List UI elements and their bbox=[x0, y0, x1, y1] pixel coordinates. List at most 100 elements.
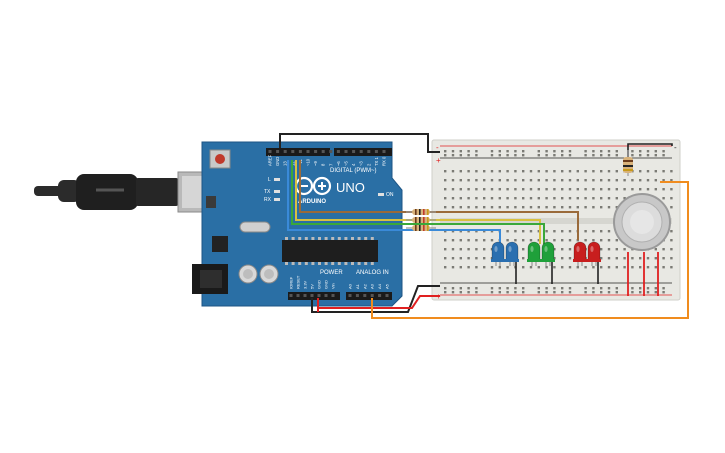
rail-hole[interactable] bbox=[553, 150, 556, 153]
rail-hole[interactable] bbox=[639, 291, 642, 294]
rail-hole[interactable] bbox=[561, 154, 564, 157]
rail-hole[interactable] bbox=[498, 154, 501, 157]
terminal-hole[interactable] bbox=[639, 257, 642, 260]
terminal-hole[interactable] bbox=[483, 230, 486, 233]
rail-hole[interactable] bbox=[631, 150, 634, 153]
rail-hole[interactable] bbox=[444, 291, 447, 294]
terminal-hole[interactable] bbox=[670, 206, 673, 209]
rail-hole[interactable] bbox=[444, 154, 447, 157]
terminal-hole[interactable] bbox=[545, 197, 548, 200]
rail-hole[interactable] bbox=[522, 154, 525, 157]
terminal-hole[interactable] bbox=[444, 170, 447, 173]
rail-hole[interactable] bbox=[467, 291, 470, 294]
rail-hole[interactable] bbox=[592, 150, 595, 153]
terminal-hole[interactable] bbox=[451, 188, 455, 191]
terminal-hole[interactable] bbox=[576, 179, 579, 182]
terminal-hole[interactable] bbox=[475, 266, 478, 269]
rail-hole[interactable] bbox=[600, 150, 603, 153]
terminal-hole[interactable] bbox=[553, 248, 556, 251]
terminal-hole[interactable] bbox=[553, 179, 556, 182]
terminal-hole[interactable] bbox=[459, 239, 462, 242]
rail-hole[interactable] bbox=[459, 291, 462, 294]
digital-pin-hole[interactable] bbox=[268, 150, 272, 153]
terminal-hole[interactable] bbox=[584, 188, 587, 191]
terminal-hole[interactable] bbox=[444, 206, 447, 209]
terminal-hole[interactable] bbox=[498, 188, 501, 191]
digital-pin-hole[interactable] bbox=[314, 150, 318, 153]
terminal-hole[interactable] bbox=[561, 230, 564, 233]
terminal-hole[interactable] bbox=[561, 266, 564, 269]
terminal-hole[interactable] bbox=[522, 179, 525, 182]
terminal-hole[interactable] bbox=[522, 197, 525, 200]
rail-hole[interactable] bbox=[522, 291, 525, 294]
terminal-hole[interactable] bbox=[506, 206, 509, 209]
digital-pin-hole[interactable] bbox=[291, 150, 295, 153]
digital-pin-hole[interactable] bbox=[321, 150, 325, 153]
terminal-hole[interactable] bbox=[568, 179, 572, 182]
terminal-hole[interactable] bbox=[483, 197, 486, 200]
terminal-hole[interactable] bbox=[451, 266, 455, 269]
terminal-hole[interactable] bbox=[561, 248, 564, 251]
terminal-hole[interactable] bbox=[584, 206, 587, 209]
terminal-hole[interactable] bbox=[670, 179, 673, 182]
terminal-hole[interactable] bbox=[654, 188, 657, 191]
rail-hole[interactable] bbox=[490, 287, 494, 290]
rail-hole[interactable] bbox=[545, 291, 548, 294]
terminal-hole[interactable] bbox=[475, 170, 478, 173]
rail-hole[interactable] bbox=[662, 287, 665, 290]
terminal-hole[interactable] bbox=[483, 206, 486, 209]
terminal-hole[interactable] bbox=[568, 170, 572, 173]
terminal-hole[interactable] bbox=[592, 179, 595, 182]
terminal-hole[interactable] bbox=[467, 266, 470, 269]
terminal-hole[interactable] bbox=[444, 266, 447, 269]
rail-hole[interactable] bbox=[444, 287, 447, 290]
rail-hole[interactable] bbox=[522, 287, 525, 290]
terminal-hole[interactable] bbox=[639, 170, 642, 173]
rail-hole[interactable] bbox=[506, 150, 509, 153]
analog-pin-hole[interactable] bbox=[370, 294, 374, 297]
terminal-hole[interactable] bbox=[451, 170, 455, 173]
wire-gnd-bottom[interactable] bbox=[311, 285, 440, 313]
rail-hole[interactable] bbox=[592, 154, 595, 157]
terminal-hole[interactable] bbox=[623, 266, 626, 269]
terminal-hole[interactable] bbox=[670, 188, 673, 191]
rail-hole[interactable] bbox=[451, 291, 455, 294]
rail-hole[interactable] bbox=[561, 287, 564, 290]
terminal-hole[interactable] bbox=[639, 266, 642, 269]
rail-hole[interactable] bbox=[568, 291, 572, 294]
terminal-hole[interactable] bbox=[545, 170, 548, 173]
digital-pin-hole[interactable] bbox=[276, 150, 280, 153]
rail-hole[interactable] bbox=[592, 291, 595, 294]
terminal-hole[interactable] bbox=[584, 179, 587, 182]
terminal-hole[interactable] bbox=[529, 206, 533, 209]
rail-hole[interactable] bbox=[568, 287, 572, 290]
terminal-hole[interactable] bbox=[498, 266, 501, 269]
terminal-hole[interactable] bbox=[584, 239, 587, 242]
rail-hole[interactable] bbox=[444, 150, 447, 153]
rail-hole[interactable] bbox=[537, 150, 540, 153]
led-red[interactable] bbox=[587, 241, 601, 266]
rail-hole[interactable] bbox=[514, 154, 517, 157]
terminal-hole[interactable] bbox=[615, 248, 618, 251]
terminal-hole[interactable] bbox=[615, 197, 618, 200]
terminal-hole[interactable] bbox=[568, 239, 572, 242]
terminal-hole[interactable] bbox=[467, 248, 470, 251]
terminal-hole[interactable] bbox=[568, 257, 572, 260]
terminal-hole[interactable] bbox=[600, 170, 603, 173]
terminal-hole[interactable] bbox=[600, 206, 603, 209]
terminal-hole[interactable] bbox=[490, 179, 494, 182]
digital-pin-hole[interactable] bbox=[344, 150, 348, 153]
terminal-hole[interactable] bbox=[483, 170, 486, 173]
terminal-hole[interactable] bbox=[662, 197, 665, 200]
power-pin-hole[interactable] bbox=[324, 294, 328, 297]
terminal-hole[interactable] bbox=[662, 179, 665, 182]
terminal-hole[interactable] bbox=[670, 197, 673, 200]
terminal-hole[interactable] bbox=[646, 188, 650, 191]
rail-hole[interactable] bbox=[584, 287, 587, 290]
terminal-hole[interactable] bbox=[514, 239, 517, 242]
rail-hole[interactable] bbox=[459, 154, 462, 157]
terminal-hole[interactable] bbox=[522, 248, 525, 251]
terminal-hole[interactable] bbox=[615, 188, 618, 191]
terminal-hole[interactable] bbox=[584, 197, 587, 200]
rail-hole[interactable] bbox=[490, 154, 494, 157]
